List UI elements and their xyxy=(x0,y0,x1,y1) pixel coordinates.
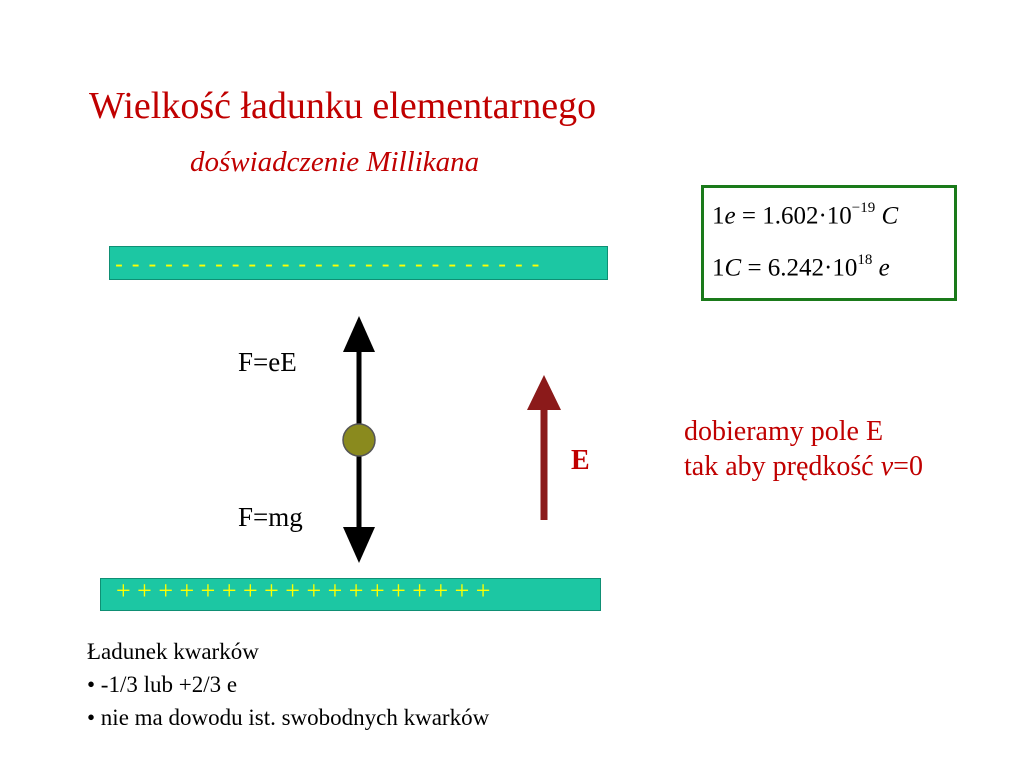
formula-coulomb: 1C = 6.242·1018 e xyxy=(712,252,890,282)
formula-1-result-unit: C xyxy=(881,202,899,230)
notes-bullet-1: • -1/3 lub +2/3 e xyxy=(87,672,238,697)
quark-notes: Ładunek kwarków • -1/3 lub +2/3 e • nie … xyxy=(87,635,489,734)
positive-charges: + + + + + + + + + + + + + + + + + + xyxy=(116,578,491,605)
formula-2-num: 1 xyxy=(712,254,725,282)
formula-elementary-charge: 1e = 1.602·10−19 C xyxy=(712,200,899,230)
field-arrowhead xyxy=(527,375,561,410)
formula-2-exponent: 18 xyxy=(857,252,873,268)
velocity-symbol: v xyxy=(880,451,894,482)
slide-title: Wielkość ładunku elementarnego xyxy=(89,85,597,127)
condition-line-1: dobieramy pole E xyxy=(684,416,884,447)
slide-subtitle: doświadczenie Millikana xyxy=(190,146,480,178)
condition-line-2: tak aby prędkość v=0 xyxy=(684,449,923,484)
electric-force-label: F=eE xyxy=(238,347,297,377)
negative-charges: - - - - - - - - - - - - - - - - - - - - … xyxy=(115,251,541,278)
formula-2-unit: C xyxy=(724,254,742,282)
formula-2-result-unit: e xyxy=(878,254,890,282)
force-up-arrowhead xyxy=(343,316,375,352)
force-down-arrowhead xyxy=(343,527,375,563)
notes-bullet-2: • nie ma dowodu ist. swobodnych kwarków xyxy=(87,705,490,730)
formula-1-exponent: −19 xyxy=(851,200,876,216)
oil-droplet xyxy=(342,423,376,457)
negative-plate: - - - - - - - - - - - - - - - - - - - - … xyxy=(109,246,608,280)
condition-line-2-suffix: =0 xyxy=(893,451,923,482)
gravity-force-label: F=mg xyxy=(238,502,303,532)
condition-text: dobieramy pole E tak aby prędkość v=0 xyxy=(684,414,923,484)
formula-2-value: = 6.242·10 xyxy=(741,254,858,282)
condition-line-2-prefix: tak aby prędkość xyxy=(684,451,881,482)
formula-1-unit: e xyxy=(724,202,736,230)
notes-heading: Ładunek kwarków xyxy=(87,639,259,664)
formula-box: 1e = 1.602·10−19 C 1C = 6.242·1018 e xyxy=(701,185,957,301)
formula-1-value: = 1.602·10 xyxy=(735,202,852,230)
field-label: E xyxy=(571,445,590,476)
formula-1-num: 1 xyxy=(712,202,725,230)
positive-plate: + + + + + + + + + + + + + + + + + + xyxy=(100,578,601,611)
